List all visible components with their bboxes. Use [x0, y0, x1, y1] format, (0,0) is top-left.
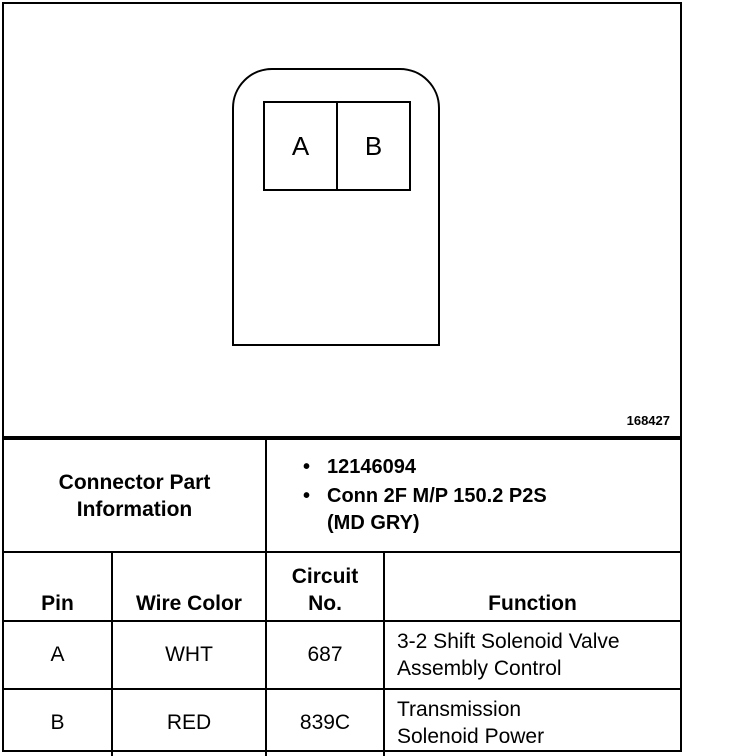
- connector-description-item: • Conn 2F M/P 150.2 P2S: [303, 483, 680, 510]
- figure-number: 168427: [626, 413, 670, 428]
- function-line-1: 3-2 Shift Solenoid Valve: [397, 630, 620, 653]
- connector-diagram: A B 168427: [4, 4, 680, 438]
- connector-table: Connector Part Information • 12146094 • …: [4, 438, 680, 756]
- function-line-2: Assembly Control: [397, 657, 562, 680]
- circuit-cell: 839C: [265, 688, 385, 756]
- cavity-b: B: [336, 103, 409, 189]
- bullet: •: [303, 485, 311, 507]
- connector-color: (MD GRY): [327, 512, 420, 534]
- wire-color-cell: WHT: [111, 620, 267, 690]
- header-circuit-line-1: Circuit: [291, 565, 359, 588]
- pin-cell: B: [4, 688, 113, 756]
- function-cell: Transmission Solenoid Power: [383, 688, 680, 756]
- function-line-1: Transmission: [397, 698, 522, 721]
- pin-cell: A: [4, 620, 113, 690]
- header-pin: Pin: [4, 551, 113, 622]
- connector-part-info-values: • 12146094 • Conn 2F M/P 150.2 P2S (MD G…: [265, 438, 680, 553]
- label-line-2: Information: [76, 497, 193, 521]
- label-line-1: Connector Part: [58, 470, 211, 494]
- connector-description: Conn 2F M/P 150.2 P2S: [327, 485, 547, 507]
- cavity-a: A: [291, 130, 310, 161]
- connector-document: A B 168427 Connector Part Information • …: [2, 2, 682, 756]
- connector-part-info-label: Connector Part Information: [4, 438, 267, 553]
- part-number-item: • 12146094: [303, 454, 680, 481]
- table-row: A WHT 687 3-2 Shift Solenoid Valve Assem…: [4, 620, 680, 690]
- header-wire-color: Wire Color: [111, 551, 267, 622]
- connector-color-item: (MD GRY): [303, 510, 680, 537]
- bullet: •: [303, 456, 311, 478]
- header-function: Function: [383, 551, 680, 622]
- connector-part-info-row: Connector Part Information • 12146094 • …: [4, 438, 680, 553]
- function-cell: 3-2 Shift Solenoid Valve Assembly Contro…: [383, 620, 680, 690]
- header-circuit: Circuit No.: [265, 551, 385, 622]
- header-circuit-line-2: No.: [308, 592, 342, 615]
- table-row: B RED 839C Transmission Solenoid Power: [4, 688, 680, 756]
- part-number: 12146094: [327, 456, 416, 478]
- cavity-block: A B: [263, 101, 411, 191]
- circuit-cell: 687: [265, 620, 385, 690]
- function-line-2: Solenoid Power: [397, 725, 545, 748]
- connector-body: A B: [232, 68, 440, 346]
- header-row: Pin Wire Color Circuit No. Function: [4, 551, 680, 622]
- wire-color-cell: RED: [111, 688, 267, 756]
